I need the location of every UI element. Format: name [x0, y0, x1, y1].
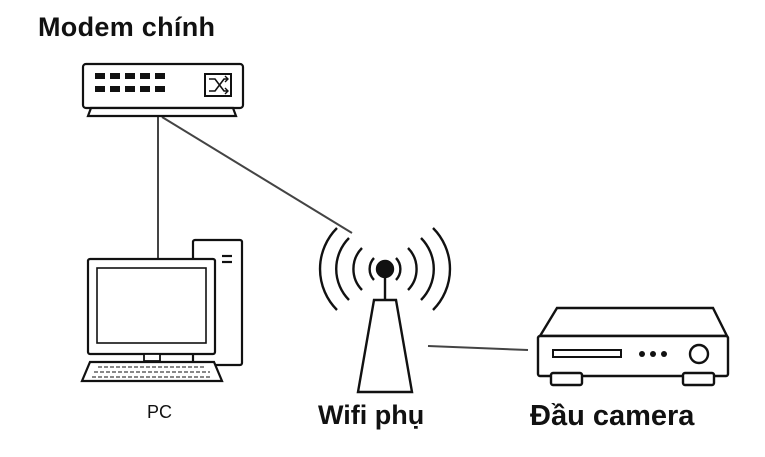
switch-ports	[95, 73, 165, 92]
dvr-recorder-icon	[536, 306, 730, 387]
modem-label: Modem chính	[38, 12, 216, 42]
cable-wifi-to-dvr	[427, 345, 529, 351]
connections	[157, 116, 529, 351]
wifi-label: Wifi phụ	[318, 400, 425, 430]
dvr-label: Đầu camera	[530, 400, 695, 432]
pc-label: PC	[147, 402, 173, 422]
desktop-computer-icon	[80, 238, 244, 383]
keyboard-keys	[92, 366, 212, 378]
wifi-antenna-icon	[318, 227, 452, 394]
cable-modem-to-wifi	[161, 116, 353, 234]
dvr-buttons	[639, 351, 667, 357]
network-switch-icon	[81, 62, 245, 118]
